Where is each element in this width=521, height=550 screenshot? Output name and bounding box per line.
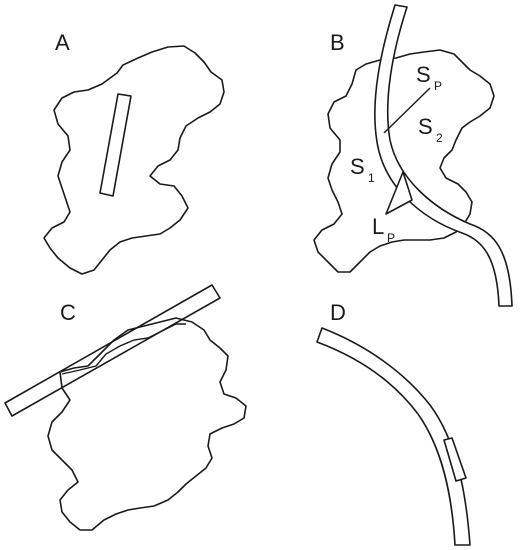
panel-d-curved-track bbox=[316, 327, 471, 546]
panel-b-sp-subscript: P bbox=[434, 79, 442, 93]
panel-c-region-outline bbox=[47, 317, 247, 531]
panel-a-region-outline bbox=[43, 45, 225, 275]
panel-b-curved-track bbox=[374, 4, 513, 307]
panel-d: D bbox=[316, 300, 471, 546]
panel-b: B S P S 2 S 1 L P bbox=[313, 4, 513, 307]
panel-a-sample-bar bbox=[99, 93, 132, 197]
panel-a: A bbox=[43, 30, 225, 275]
panel-b-sp-leader bbox=[383, 87, 431, 134]
panel-b-sp-symbol: S bbox=[416, 62, 431, 87]
panel-c: C bbox=[4, 284, 247, 531]
panel-b-s2-subscript: 2 bbox=[436, 131, 443, 145]
panel-b-s2-symbol: S bbox=[418, 114, 433, 139]
panel-a-label: A bbox=[55, 30, 70, 55]
panel-c-sample-bar bbox=[4, 284, 221, 417]
panel-d-sample-marker bbox=[443, 437, 467, 482]
panel-d-label: D bbox=[330, 300, 346, 325]
panel-c-label: C bbox=[60, 300, 76, 325]
panel-b-region-outline bbox=[313, 49, 495, 273]
panel-b-label: B bbox=[330, 30, 345, 55]
panel-b-lp-marker bbox=[385, 171, 413, 215]
panel-b-s1-subscript: 1 bbox=[368, 171, 375, 185]
panel-b-lp-symbol: L bbox=[372, 214, 384, 239]
panel-b-s1-symbol: S bbox=[350, 154, 365, 179]
panel-b-lp-subscript: P bbox=[387, 231, 395, 245]
